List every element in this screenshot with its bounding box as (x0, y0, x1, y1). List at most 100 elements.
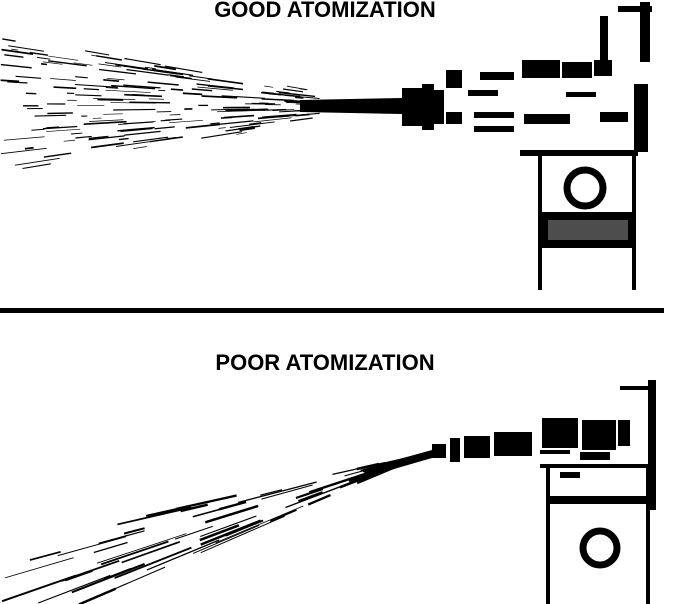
spray-stream (57, 536, 127, 557)
spray-droplet-streak (142, 68, 169, 74)
spray-droplet-streak (282, 88, 304, 93)
spray-droplet-streak (299, 88, 307, 91)
spray-stream (204, 504, 259, 524)
spray-droplet-streak (4, 54, 24, 58)
poor-atomization-title: POOR ATOMIZATION (215, 350, 435, 375)
spray-stream (199, 524, 240, 542)
spray-stream (98, 530, 145, 545)
spray-droplet-streak (154, 65, 177, 71)
spray-droplet-streak (7, 81, 28, 84)
nozzle-body (520, 150, 638, 290)
spray-droplet-streak (197, 86, 233, 91)
spray-droplet-streak (229, 121, 275, 128)
spray-droplet-streak (90, 142, 124, 149)
spray-droplet-streak (207, 78, 244, 85)
spray-droplet-streak (144, 66, 156, 70)
spray-droplet-streak (83, 88, 100, 91)
spray-droplet-streak (42, 125, 78, 130)
spray-droplet-streak (278, 91, 316, 98)
spray-droplet-streak (160, 119, 171, 122)
spray-droplet-streak (153, 69, 184, 75)
spray-droplet-streak (40, 63, 48, 66)
spray-nozzle (432, 380, 656, 510)
spray-droplet-streak (95, 55, 123, 61)
spray-stream (237, 481, 317, 504)
spray-droplet-streak (31, 128, 45, 131)
spray-stream (348, 472, 372, 483)
spray-stream (96, 533, 187, 564)
spray-droplet-streak (169, 119, 203, 124)
spray-stream (123, 527, 145, 535)
spray-droplet-streak (47, 112, 73, 115)
spray-stream (121, 541, 181, 564)
spray-droplet-streak (2, 38, 16, 42)
spray-stream (4, 557, 74, 579)
spray-stream (29, 550, 61, 561)
spray-droplet-streak (221, 95, 265, 99)
spray-droplet-streak (113, 108, 156, 111)
spray-stream (192, 524, 260, 554)
spray-stream (225, 519, 264, 537)
spray-stream (65, 570, 93, 582)
spray-stream (260, 489, 283, 496)
spray-droplet-streak (53, 86, 77, 90)
spray-stream (175, 494, 237, 511)
spray-droplet-streak (168, 74, 185, 78)
spray-droplet-streak (220, 116, 233, 119)
spray-stream (297, 491, 324, 503)
spray-droplet-streak (70, 132, 83, 135)
spray-droplet-streak (170, 88, 184, 91)
spray-droplet-streak (249, 122, 262, 125)
spray-droplet-streak (37, 56, 51, 60)
spray-stream (117, 506, 192, 526)
spray-droplet-streak (170, 74, 192, 80)
spray-droplet-streak (48, 60, 87, 67)
spray-droplet-streak (191, 88, 213, 92)
spray-droplet-streak (88, 135, 125, 141)
spray-droplet-streak (103, 113, 123, 115)
spray-droplet-streak (88, 135, 109, 140)
spray-droplet-streak (218, 127, 226, 129)
spray-droplet-streak (135, 128, 145, 131)
spray-core (300, 98, 402, 114)
spray-droplet-streak (46, 128, 81, 132)
spray-droplet-streak (0, 63, 32, 69)
spray-droplet-streak (239, 127, 255, 132)
spray-droplet-streak (210, 122, 220, 125)
spray-stream (180, 503, 208, 513)
spray-droplet-streak (115, 64, 127, 68)
spray-droplet-streak (272, 109, 295, 111)
spray-droplet-streak (129, 101, 171, 104)
spray-droplet-streak (85, 50, 110, 56)
spray-droplet-streak (196, 83, 235, 89)
spray-droplet-streak (182, 92, 203, 96)
spray-droplet-streak (117, 126, 155, 132)
spray-droplet-streak (261, 108, 287, 111)
spray-droplet-streak (89, 119, 124, 122)
spray-droplet-streak (106, 77, 125, 81)
spray-stream (113, 566, 166, 590)
spray-droplet-streak (103, 78, 120, 83)
spray-droplet-streak (75, 76, 88, 79)
spray-droplet-streak (0, 79, 20, 83)
spray-stream (200, 515, 286, 554)
spray-droplet-streak (97, 98, 124, 101)
spray-droplet-streak (133, 136, 169, 143)
spray-droplet-streak (124, 130, 161, 136)
spray-droplet-streak (0, 147, 47, 155)
spray-stream (37, 574, 111, 604)
spray-droplet-streak (111, 84, 156, 90)
spray-droplet-streak (93, 98, 136, 100)
good-atomization-illustration (0, 2, 652, 290)
spray-stream (114, 546, 192, 579)
spray-droplet-streak (75, 94, 102, 97)
spray-droplet-streak (63, 139, 76, 142)
spray-droplet-streak (50, 78, 76, 81)
spray-droplet-streak (132, 94, 145, 96)
spray-droplet-streak (154, 126, 175, 130)
spray-stream (261, 484, 313, 500)
spray-droplet-streak (29, 51, 49, 56)
spray-droplet-streak (73, 62, 93, 66)
spray-stream (307, 494, 331, 506)
spray-droplet-streak (262, 113, 297, 118)
